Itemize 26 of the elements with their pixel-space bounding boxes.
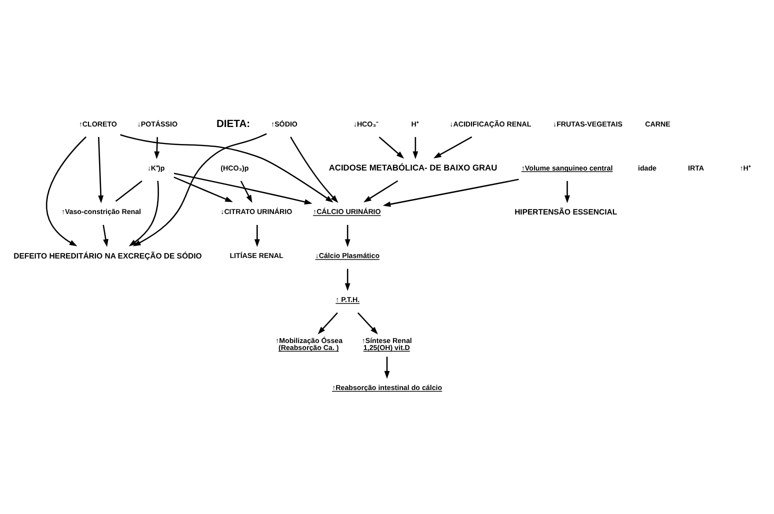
arrow [344, 224, 350, 248]
arrow [433, 136, 472, 158]
arrow [46, 136, 86, 246]
arrow [357, 312, 378, 334]
arrow [382, 178, 519, 207]
arrow [240, 180, 252, 203]
arrow [154, 137, 160, 160]
arrow [98, 136, 104, 204]
arrow [364, 180, 398, 202]
arrow [384, 356, 390, 379]
arrow [254, 224, 260, 248]
arrow [378, 136, 404, 159]
arrow [128, 180, 159, 246]
arrow [344, 268, 350, 291]
arrow [174, 172, 312, 204]
label: DIETA: [216, 119, 250, 130]
arrow [290, 136, 338, 203]
arrow [564, 181, 570, 204]
arrow [120, 134, 334, 203]
arrow [412, 137, 418, 160]
arrow [318, 312, 338, 334]
node-text: ACIDOSE METABÓLICA- DE BAIXO GRAU [328, 162, 498, 173]
connector [115, 180, 142, 202]
arrow [174, 176, 233, 202]
arrow [132, 133, 267, 246]
arrow [102, 224, 108, 247]
